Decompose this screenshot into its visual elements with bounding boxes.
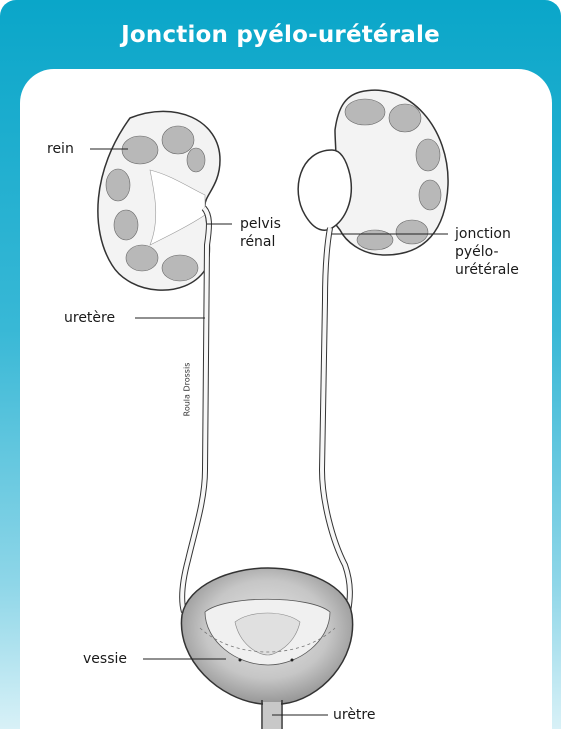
label-rein: rein [47,140,74,158]
artist-credit: Roula Drossis [182,363,191,417]
label-uretere: uretère [64,309,115,327]
label-jonction-line3: urétérale [455,261,519,279]
label-pelvis-renal: pelvis rénal [240,215,281,251]
label-pelvis-line1: pelvis [240,215,281,233]
label-jonction-line1: jonction [455,225,519,243]
label-jonction: jonction pyélo- urétérale [455,225,519,279]
label-uretre: urètre [333,706,376,724]
label-vessie: vessie [83,650,127,668]
label-jonction-line2: pyélo- [455,243,519,261]
label-pelvis-line2: rénal [240,233,281,251]
right-kidney [298,90,448,255]
bladder [181,568,352,729]
left-kidney [98,111,220,290]
